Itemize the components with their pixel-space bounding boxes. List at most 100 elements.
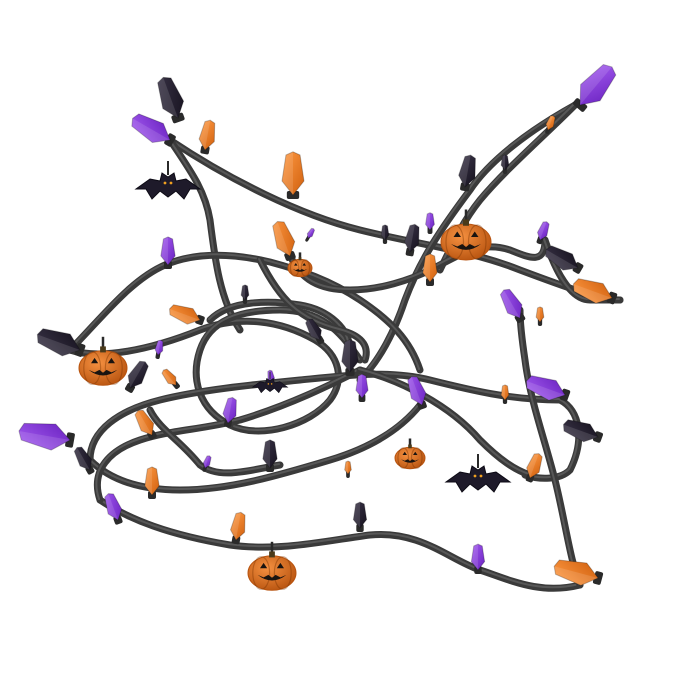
pumpkin-stem [463, 219, 469, 226]
bat-body [251, 377, 289, 394]
pumpkin-rib [83, 351, 102, 385]
bat-ornament [444, 454, 512, 493]
bulb-glass [306, 227, 316, 239]
bulb-glass [144, 466, 160, 496]
purple-bulb [305, 227, 316, 242]
bulb-glass [525, 375, 566, 401]
orange-bulb [272, 220, 296, 261]
bat-eye [473, 474, 477, 478]
purple-bulb [536, 221, 550, 245]
bulb-glass [104, 493, 123, 521]
bat-ornament [134, 161, 202, 200]
orange-bulb [572, 278, 618, 305]
purple-bulb [154, 339, 164, 359]
pumpkin-rib [300, 259, 311, 277]
bulb-glass [536, 221, 550, 241]
orange-bulb [553, 559, 604, 586]
pumpkin-rib [104, 351, 123, 385]
bulb-sheen [307, 228, 314, 238]
purple-bulb [499, 288, 526, 324]
orange-bulb [344, 460, 352, 478]
bulb-glass [535, 306, 545, 323]
wire-highlight [258, 258, 367, 360]
bulb-sheen [458, 155, 471, 187]
orange-bulb [500, 384, 510, 404]
pumpkin-rib [410, 447, 423, 469]
bulb-sheen [222, 397, 233, 423]
bulb-glass [499, 288, 523, 319]
bulb-glass [131, 113, 171, 144]
purple-bulb [18, 422, 75, 451]
bulb-glass [403, 223, 420, 253]
bulb-glass [202, 455, 212, 469]
black-bulb [73, 446, 95, 475]
wire-highlight [358, 368, 530, 475]
bulb-sheen [425, 212, 430, 230]
bat-eye [169, 181, 173, 185]
bulb-glass [222, 396, 237, 424]
bulb-sheen [344, 461, 348, 474]
pumpkin-rib [445, 224, 465, 260]
bulb-glass [500, 154, 510, 171]
bulb-sheen [230, 512, 241, 540]
bulb-glass [526, 453, 543, 479]
bulb-sheen [199, 120, 211, 150]
bulb-sheen [422, 253, 430, 282]
jack-o-lantern [440, 209, 492, 261]
pumpkin-stem [269, 551, 275, 558]
bulb-sheen [162, 370, 176, 385]
bulb-glass [157, 76, 185, 119]
bulb-glass [262, 439, 278, 469]
bulb-sheen [536, 306, 540, 322]
black-bulb [545, 245, 584, 274]
pumpkin-eye [402, 451, 407, 455]
bulb-sheen [471, 544, 478, 570]
pumpkin-stem [408, 444, 412, 449]
pumpkin-eye [107, 357, 115, 364]
black-bulb [352, 501, 368, 532]
orange-bulb [545, 115, 556, 134]
black-bulb [403, 223, 420, 257]
bulb-glass [458, 154, 476, 188]
bulb-glass [198, 119, 216, 151]
bulb-sheen [537, 221, 547, 240]
bulb-glass [18, 422, 71, 451]
black-bulb [341, 339, 359, 376]
wire-highlight [518, 308, 580, 585]
bulb-glass [562, 419, 599, 443]
bulb-sheen [131, 118, 170, 143]
wire-segment [516, 306, 584, 589]
wire-highlight [88, 403, 420, 490]
black-bulb [124, 360, 149, 393]
orange-bulb [422, 253, 438, 286]
black-bulb [262, 439, 278, 472]
wire-highlight [168, 138, 240, 330]
bulb-glass [355, 373, 369, 399]
jack-o-lantern [287, 252, 313, 278]
black-bulb [240, 284, 250, 304]
pumpkin-rib [289, 259, 300, 277]
purple-bulb [470, 543, 486, 574]
orange-bulb [229, 511, 246, 545]
wire-segment [166, 136, 244, 334]
black-bulb [458, 154, 476, 192]
jack-o-lantern [247, 541, 297, 591]
garland-wires [66, 101, 624, 592]
bulb-glass [169, 304, 201, 325]
garland-ornaments [18, 64, 618, 591]
bat-body [444, 465, 512, 493]
orange-bulb [198, 119, 216, 155]
bat-ornament [251, 371, 289, 394]
bulb-glass [160, 236, 176, 266]
black-bulb [380, 224, 390, 244]
wire-highlight [358, 103, 575, 380]
jack-o-lantern [394, 438, 426, 470]
bulb-sheen [546, 115, 554, 130]
bulb-sheen [353, 502, 360, 528]
bulb-sheen [573, 283, 612, 304]
bulb-glass [352, 501, 368, 529]
purple-bulb [525, 375, 571, 402]
bulb-sheen [501, 154, 505, 170]
bulb-sheen [545, 249, 578, 271]
